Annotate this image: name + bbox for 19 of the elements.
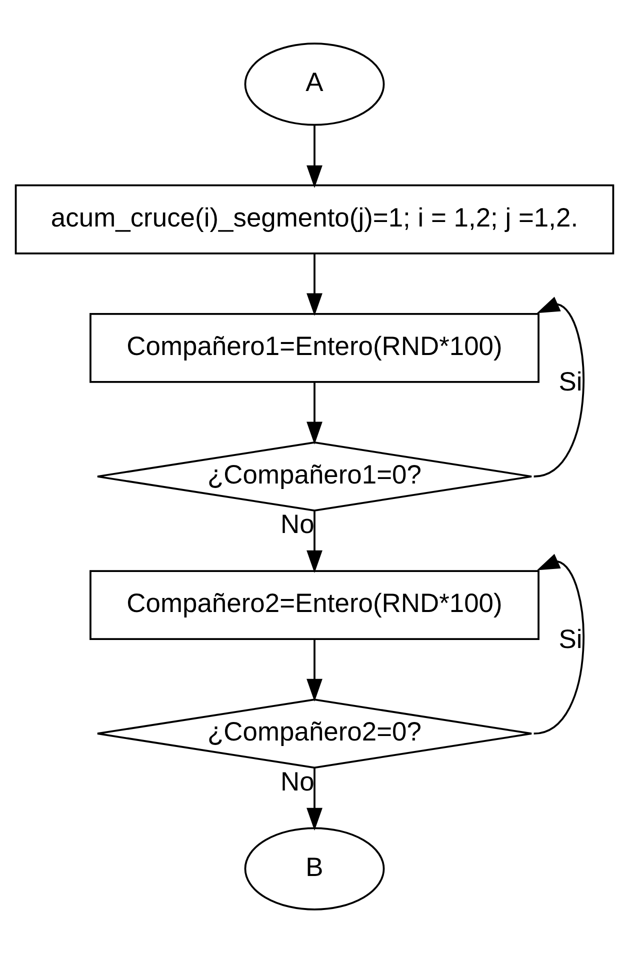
node-box: Compañero1=Entero(RND*100) bbox=[90, 312, 540, 383]
node-diamond: ¿Compañero2=0? bbox=[96, 698, 532, 769]
arrow bbox=[306, 511, 322, 574]
arrow bbox=[534, 554, 584, 735]
arrow bbox=[306, 126, 322, 188]
edge-label: Si bbox=[558, 624, 582, 654]
arrow bbox=[534, 296, 584, 478]
node-ellipse: B bbox=[244, 827, 385, 910]
arrow bbox=[306, 254, 322, 316]
arrow bbox=[306, 768, 322, 831]
edge-label: Si bbox=[558, 366, 582, 397]
arrow bbox=[306, 640, 322, 702]
node-diamond: ¿Compañero1=0? bbox=[96, 442, 532, 512]
edge-label: No bbox=[280, 766, 314, 796]
edge-label: No bbox=[280, 509, 314, 540]
arrow bbox=[306, 382, 322, 444]
node-ellipse: A bbox=[244, 42, 385, 126]
node-box: acum_cruce(i)_segmento(j)=1; i = 1,2; j =1,2. bbox=[14, 184, 614, 254]
node-box: Compañero2=Entero(RND*100) bbox=[90, 570, 540, 640]
